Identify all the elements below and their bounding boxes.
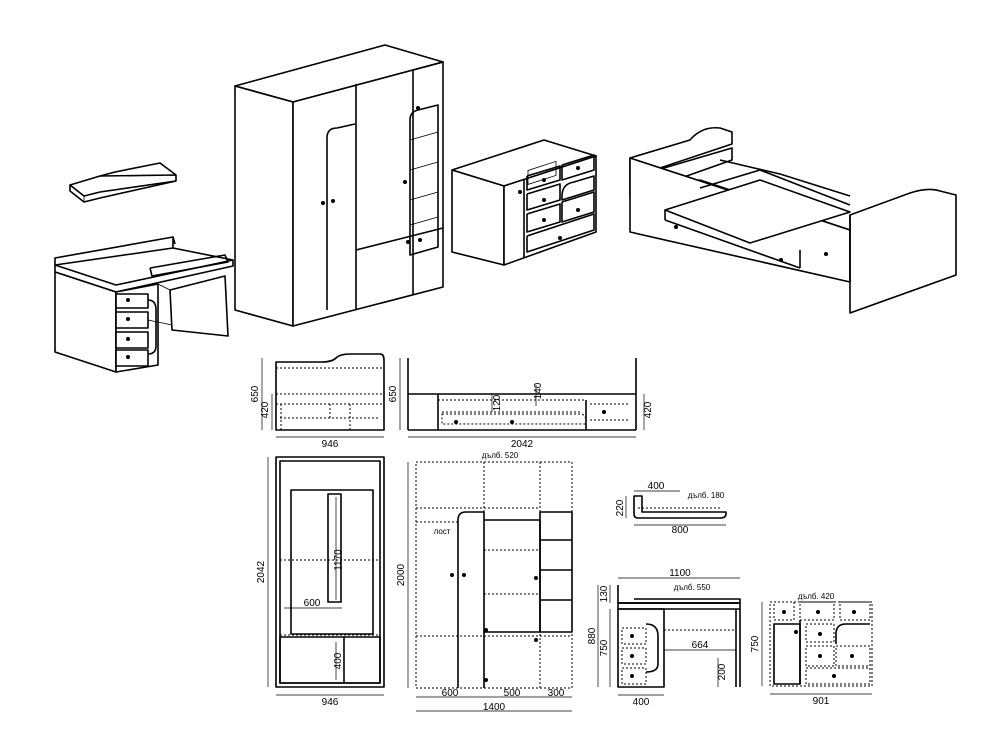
dim-wardrobe-front-height: 2000 — [396, 563, 407, 586]
dim-shelf-height: 220 — [615, 499, 626, 516]
dim-desk-body-height: 750 — [599, 639, 610, 656]
desk-view: 1100 дълб. 550 130 750 880 664 200 400 — [587, 568, 741, 708]
dim-bed-side-length: 2042 — [511, 439, 534, 450]
dim-desk-total-height: 880 — [587, 627, 598, 644]
dim-bed-front-mid-height: 420 — [260, 401, 271, 418]
dim-wardrobe-col1: 600 — [442, 688, 459, 699]
dim-bed-side-height: 650 — [388, 385, 399, 402]
dim-shelf-width-top: 400 — [648, 481, 665, 492]
desk-depth-label: дълб. 550 — [674, 583, 711, 592]
dim-desk-leg-height: 200 — [717, 663, 728, 680]
dim-wardrobe-side-inner-width: 600 — [304, 598, 321, 609]
shelf-depth-label: дълб. 180 — [688, 491, 725, 500]
dim-desk-width: 1100 — [669, 568, 691, 579]
dim-bed-side-inner2: 140 — [533, 382, 544, 399]
dim-desk-knee-width: 664 — [692, 640, 709, 651]
dresser-view: дълб. 420 750 901 — [750, 592, 873, 707]
dresser-depth-label: дълб. 420 — [798, 592, 835, 601]
dim-wardrobe-side-height: 2042 — [256, 560, 267, 583]
iso-wardrobe — [234, 44, 444, 327]
dim-wardrobe-side-width: 946 — [322, 697, 339, 708]
dim-wardrobe-side-inner-tall: 1170 — [333, 549, 344, 571]
iso-desk — [54, 236, 234, 373]
dim-wardrobe-total: 1400 — [483, 702, 506, 713]
dim-dresser-width: 901 — [813, 696, 830, 707]
wardrobe-rod-label: лост — [434, 527, 451, 536]
dim-bed-side-inner1: 120 — [492, 394, 503, 411]
bed-side-view: 650 120 140 420 2042 — [388, 358, 654, 450]
dim-desk-top-height: 130 — [599, 585, 610, 602]
wardrobe-depth-label: дълб. 520 — [482, 451, 519, 460]
dim-bed-front-width: 946 — [322, 439, 339, 450]
iso-wall-shelf — [69, 162, 177, 203]
wardrobe-front-view: дълб. 520 лост 2000 600 500 300 1400 — [396, 451, 573, 713]
dim-wardrobe-side-inner-low: 400 — [333, 652, 344, 669]
wardrobe-side-view: 2042 1170 600 400 946 — [256, 456, 385, 708]
dim-wardrobe-col3: 300 — [548, 688, 565, 699]
dim-dresser-height: 750 — [750, 635, 761, 652]
dim-bed-side-right-height: 420 — [643, 401, 654, 418]
shelf-view: 400 дълб. 180 220 800 — [615, 481, 727, 536]
bed-front-view: 650 420 946 — [250, 353, 385, 450]
dim-desk-pedestal-width: 400 — [633, 697, 650, 708]
dim-bed-front-height: 650 — [250, 385, 261, 402]
iso-dresser — [451, 139, 597, 266]
dim-wardrobe-col2: 500 — [504, 688, 521, 699]
iso-bed — [629, 126, 957, 314]
dim-shelf-length: 800 — [672, 525, 689, 536]
